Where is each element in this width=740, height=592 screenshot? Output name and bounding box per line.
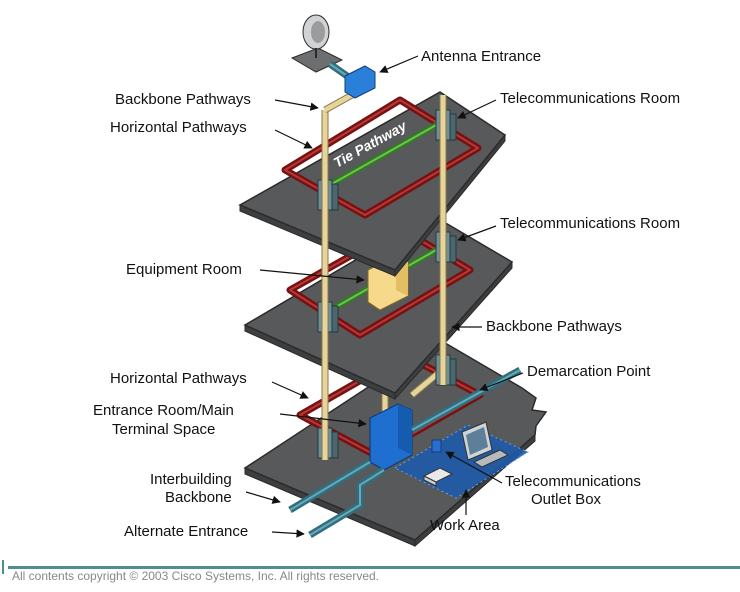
backbone-pathways-top-label: Backbone Pathways bbox=[115, 91, 251, 108]
backbone-pathways-right-label: Backbone Pathways bbox=[486, 318, 622, 335]
horizontal-pathways-bottom-label: Horizontal Pathways bbox=[110, 370, 247, 387]
telephone bbox=[422, 467, 454, 487]
demarcation-point-label: Demarcation Point bbox=[527, 363, 651, 380]
telecom-outlet-label-line2: Outlet Box bbox=[531, 491, 602, 508]
entrance-room-label-line2: Terminal Space bbox=[112, 421, 215, 438]
telecom-outlet-label-line1: Telecommunications bbox=[505, 473, 641, 490]
satellite-antenna bbox=[290, 14, 376, 99]
work-area-label: Work Area bbox=[430, 517, 500, 534]
horizontal-pathways-top-label: Horizontal Pathways bbox=[110, 119, 247, 136]
antenna-entrance-label: Antenna Entrance bbox=[421, 48, 541, 65]
copyright-text: All contents copyright © 2003 Cisco Syst… bbox=[12, 569, 379, 583]
telecom-room-mid-label: Telecommunications Room bbox=[500, 215, 680, 232]
equipment-room-label: Equipment Room bbox=[126, 261, 242, 278]
footer-rule bbox=[8, 566, 740, 569]
telecom-room-top-label: Telecommunications Room bbox=[500, 90, 680, 107]
computer-workstation bbox=[461, 421, 510, 468]
entrance-room-label-line1: Entrance Room/Main bbox=[93, 402, 234, 419]
vertical-backbones bbox=[321, 91, 447, 460]
antenna-entrance-box bbox=[344, 65, 376, 99]
alternate-entrance-label: Alternate Entrance bbox=[124, 523, 248, 540]
callout-labels: Antenna Entrance Backbone Pathways Horiz… bbox=[93, 48, 680, 540]
telecom-outlet-box bbox=[431, 439, 442, 453]
interbuilding-backbone-label-line1: Interbuilding bbox=[150, 471, 232, 488]
footer: All contents copyright © 2003 Cisco Syst… bbox=[2, 560, 740, 583]
interbuilding-backbone-label-line2: Backbone bbox=[165, 489, 232, 506]
top-floor: Tie Pathway bbox=[238, 91, 507, 278]
